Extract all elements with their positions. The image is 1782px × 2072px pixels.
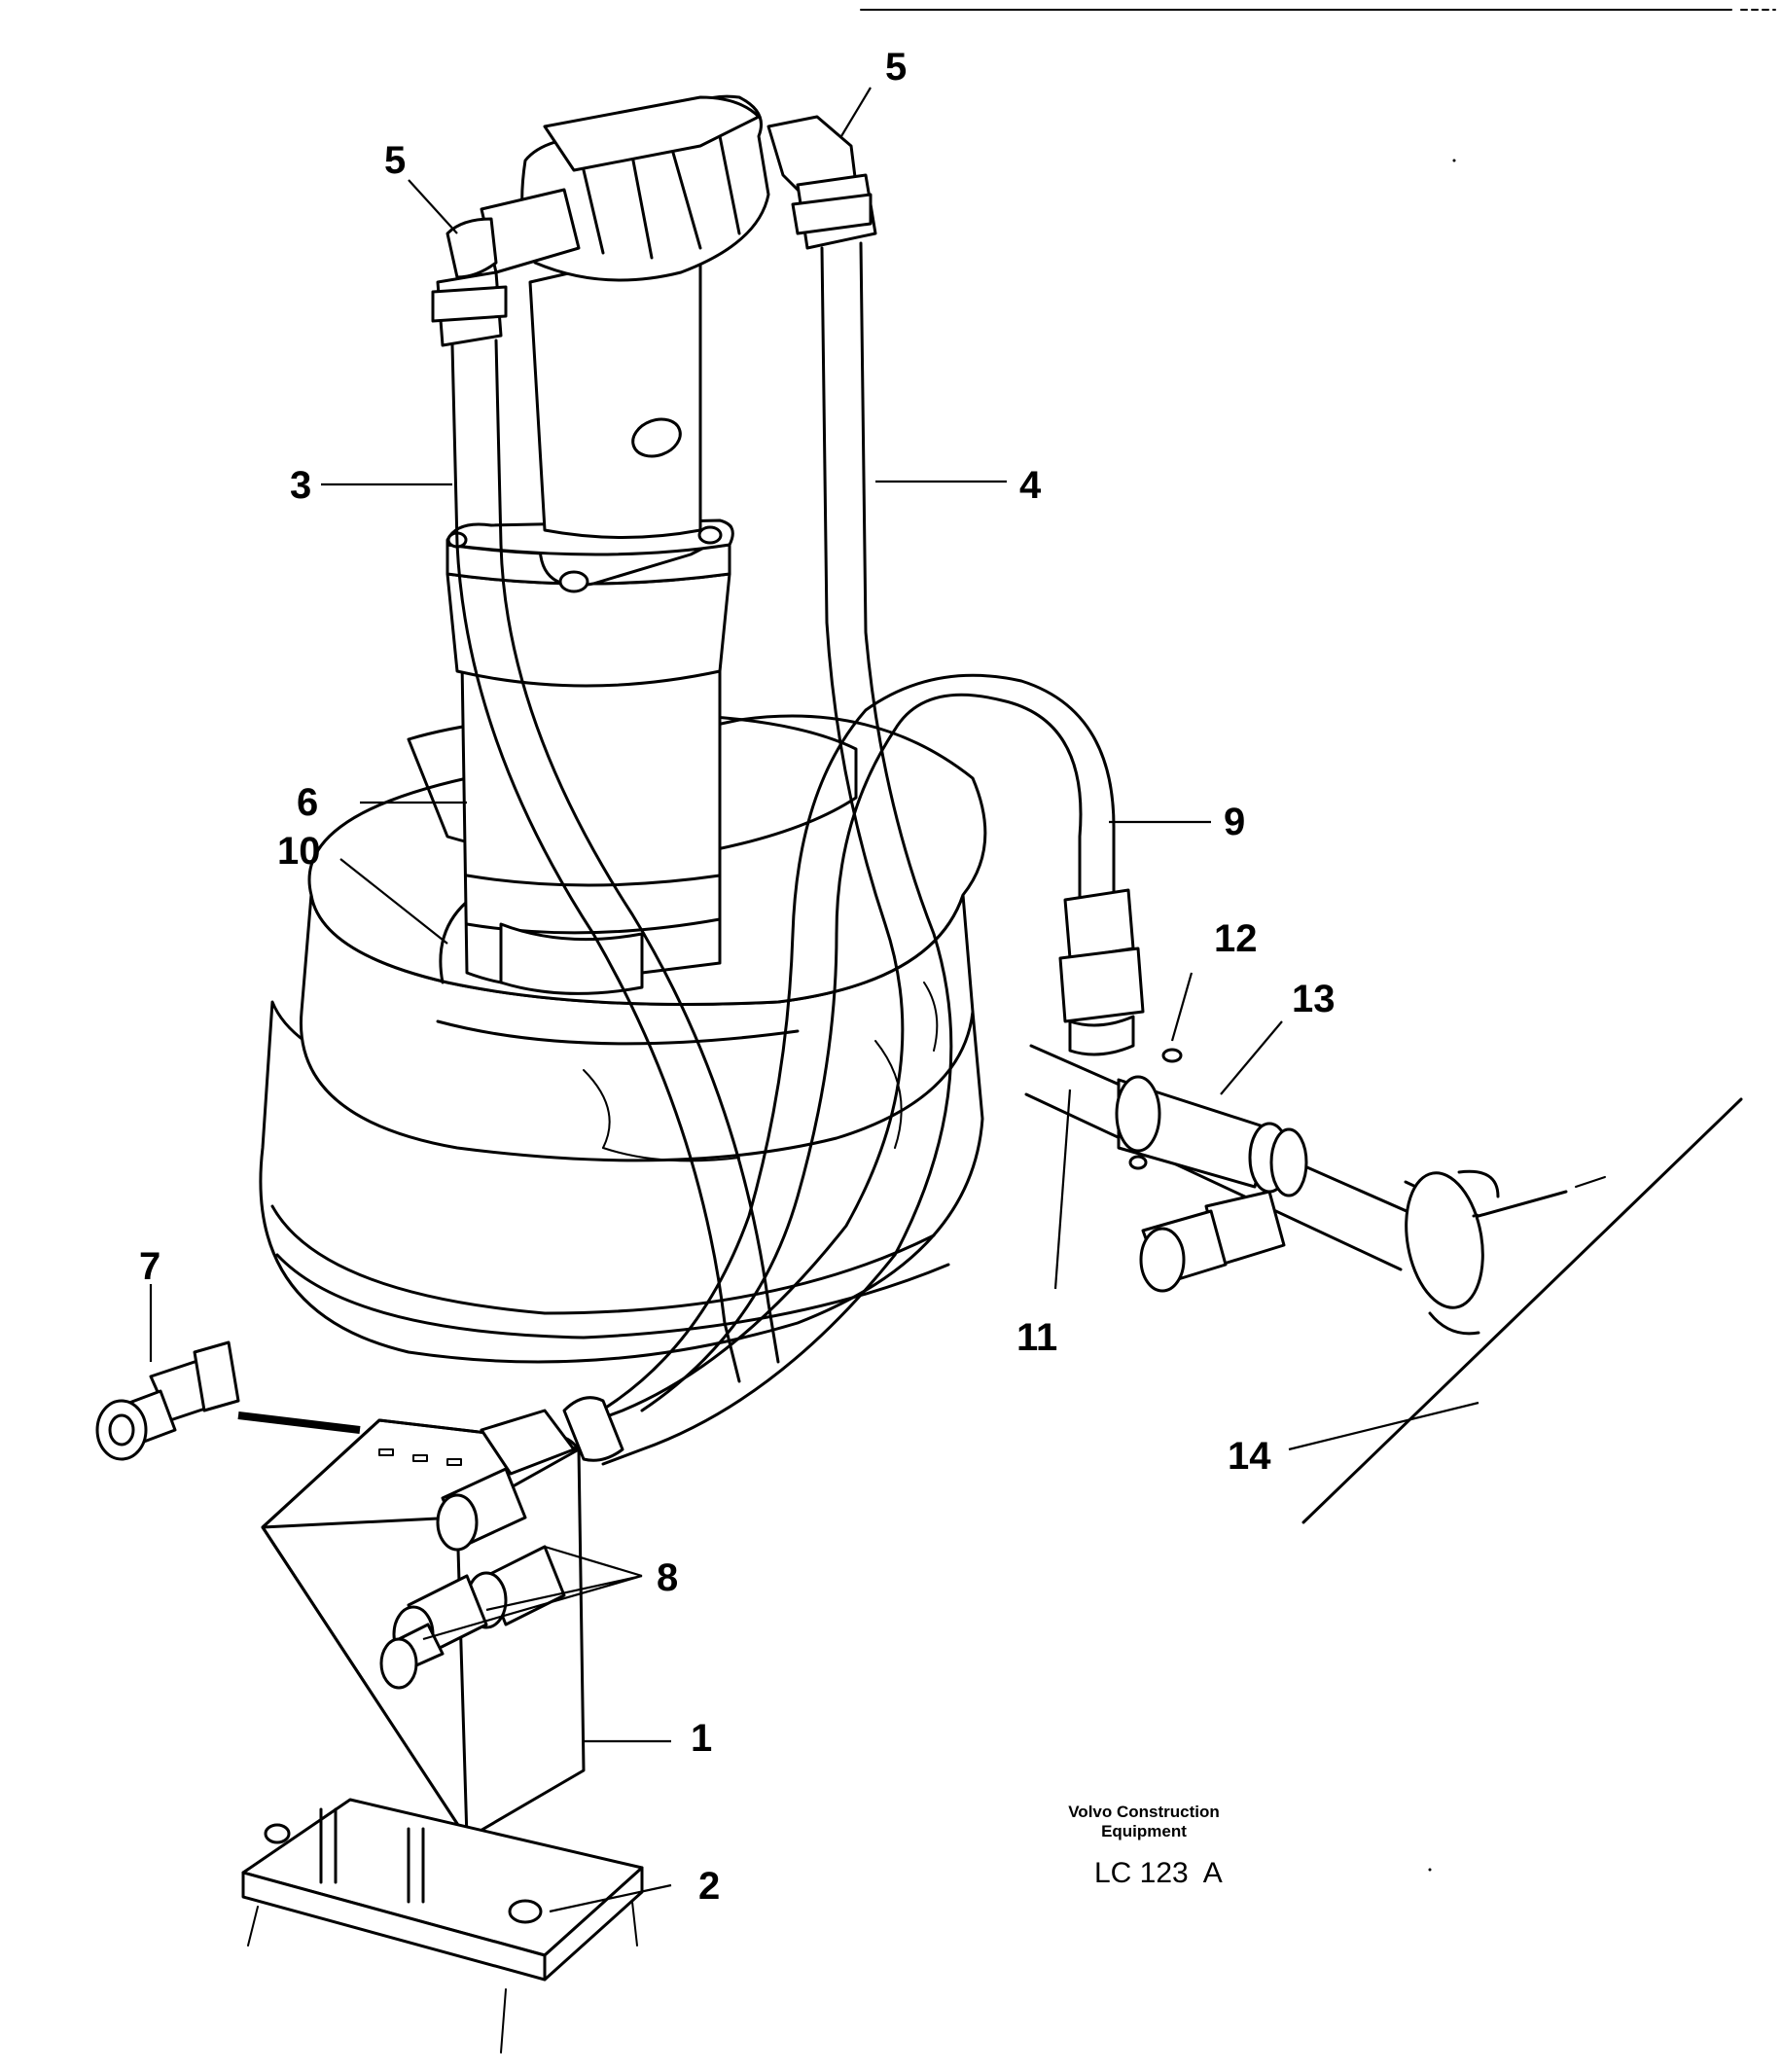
part-12-clamp <box>1115 1048 1183 1170</box>
drawing-footer: Volvo Construction Equipment LC 123 A <box>1068 1803 1223 1889</box>
callout-10: 10 <box>277 830 321 873</box>
leader-5-left <box>408 179 458 234</box>
brand-line-1: Volvo Construction <box>1068 1803 1220 1821</box>
callout-8: 8 <box>657 1556 678 1599</box>
part-3-hose <box>450 339 780 1383</box>
callout-14: 14 <box>1228 1435 1271 1478</box>
leader-12 <box>1170 972 1194 1042</box>
callout-6: 6 <box>297 781 318 824</box>
callout-11: 11 <box>1016 1316 1057 1359</box>
leader-10 <box>339 858 448 945</box>
leader-11 <box>1053 1089 1072 1290</box>
leader-14 <box>1288 1401 1479 1451</box>
callout-3: 3 <box>290 464 311 507</box>
part-5-elbow-left <box>431 188 581 347</box>
callout-12: 12 <box>1214 917 1258 960</box>
pipe-plug-fitting <box>1139 1190 1286 1293</box>
brand-line-2: Equipment <box>1101 1822 1187 1840</box>
part-7-connector <box>95 1340 361 1461</box>
part-2-base-plate <box>241 1798 644 2054</box>
leader-13 <box>1220 1020 1283 1095</box>
callout-5-right: 5 <box>885 46 907 89</box>
part-9-hose <box>591 673 1145 1417</box>
callout-7: 7 <box>139 1245 160 1288</box>
leader-2 <box>549 1883 672 1913</box>
part-14-frame <box>1301 1097 1743 1524</box>
callout-4: 4 <box>1019 464 1042 507</box>
callout-labels: 1 2 3 4 5 5 6 7 8 9 10 11 12 13 14 <box>139 46 1336 1908</box>
part-5-elbow-right <box>766 115 877 250</box>
callout-2: 2 <box>698 1865 720 1908</box>
part-6-motor-housing <box>446 518 734 995</box>
drawing-code: LC 123 A <box>1094 1857 1223 1889</box>
stray-marks <box>1428 159 1476 1872</box>
leader-5-right <box>840 87 872 137</box>
part-4-hose <box>582 241 953 1466</box>
callout-1: 1 <box>691 1717 712 1760</box>
hydraulic-motor-top <box>520 94 770 539</box>
callout-9: 9 <box>1224 801 1245 843</box>
callout-5-left: 5 <box>384 139 406 182</box>
leader-8 <box>422 1545 643 1641</box>
callout-13: 13 <box>1292 978 1336 1020</box>
leader-lines <box>149 87 1479 1913</box>
